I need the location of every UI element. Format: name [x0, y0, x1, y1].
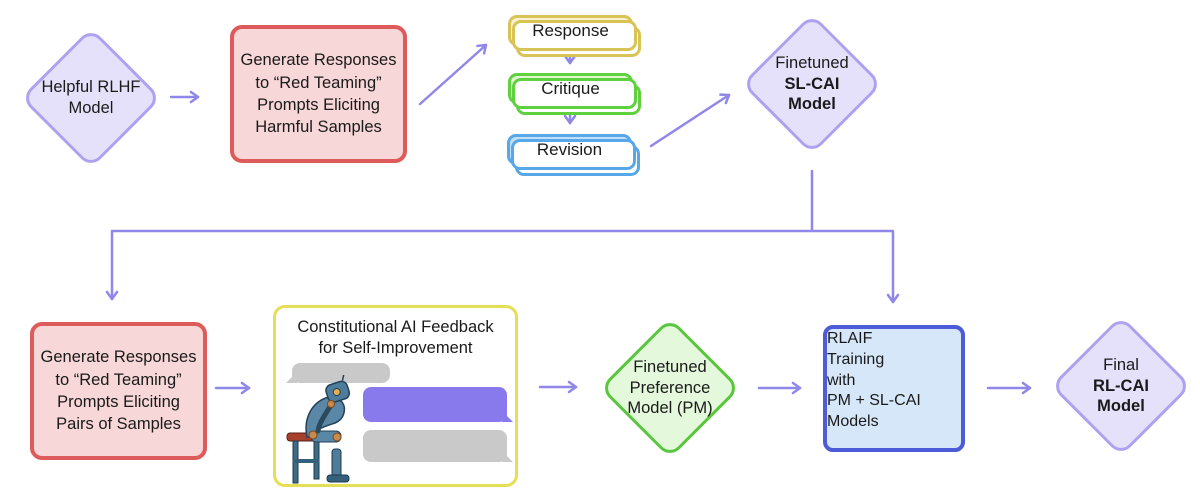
label-line: Finetuned: [633, 357, 707, 376]
label-line: Prompts Eliciting: [257, 96, 380, 114]
node-helpful-rlhf-model: Helpful RLHF Model: [20, 27, 162, 169]
label-line: Pairs of Samples: [56, 415, 181, 434]
branch-slcai-to-bottom-row: [105, 229, 900, 304]
node-label: Helpful RLHF Model: [41, 77, 140, 119]
chat-bubble-gray-bottom: [363, 430, 507, 462]
label-line: Harmful Samples: [255, 118, 382, 137]
label-line: to “Red Teaming”: [255, 73, 382, 92]
card-label: Response: [532, 20, 609, 40]
label-line: RL-CAI: [1093, 376, 1149, 395]
label-line: Prompts Eliciting: [57, 393, 180, 411]
label-line: with: [827, 371, 856, 389]
node-critique-cards: Critique: [508, 73, 633, 104]
arrow-revision-to-slcai: [649, 93, 731, 148]
card-label: Revision: [536, 139, 603, 159]
label-line: Model (PM): [627, 399, 713, 418]
thinking-robot-image: [286, 375, 351, 484]
chat-bubble-gray-top: [292, 363, 390, 383]
label-line: Training: [827, 350, 885, 368]
node-label: Generate Responses to “Red Teaming” Prom…: [241, 49, 397, 138]
node-label: Generate Responses to “Red Teaming” Prom…: [41, 346, 197, 435]
node-label: RLAIF Training with PM + SL-CAI Models: [827, 329, 961, 433]
node-response-cards: Response: [508, 15, 633, 46]
node-rlaif-training: RLAIF Training with PM + SL-CAI Models: [823, 325, 965, 452]
label-line: for Self-Improvement: [318, 338, 473, 357]
label-line: Preference: [629, 378, 711, 397]
node-generate-harmful-samples: Generate Responses to “Red Teaming” Prom…: [230, 25, 407, 163]
node-generate-pairs-of-samples: Generate Responses to “Red Teaming” Prom…: [30, 322, 207, 460]
node-label: Finetuned SL-CAI Model: [775, 53, 848, 116]
label-line: Final: [1103, 355, 1139, 374]
label-line: RLAIF: [827, 330, 873, 347]
node-finetuned-preference-model: Finetuned Preference Model (PM): [599, 317, 741, 459]
label-line: Model: [1097, 397, 1145, 416]
card-label: Critique: [541, 78, 600, 98]
node-label: Finetuned Preference Model (PM): [627, 357, 712, 420]
label-line: Models: [827, 413, 879, 431]
label-line: Model: [68, 99, 114, 117]
label-line: Finetuned: [775, 53, 849, 72]
node-label: Final RL-CAI Model: [1093, 355, 1149, 418]
label-line: to “Red Teaming”: [55, 370, 182, 389]
label-line: Generate Responses: [240, 51, 397, 70]
node-final-rl-cai-model: Final RL-CAI Model: [1050, 315, 1192, 457]
label-line: Constitutional AI Feedback: [297, 318, 494, 336]
label-line: PM + SL-CAI: [827, 392, 921, 410]
label-line: Model: [788, 95, 836, 114]
panel-title: Constitutional AI Feedback for Self-Impr…: [276, 308, 515, 359]
chat-bubble-purple: [363, 387, 507, 422]
label-line: Generate Responses: [40, 348, 197, 367]
label-line: Helpful RLHF: [41, 78, 141, 97]
node-revision-cards: Revision: [507, 134, 632, 165]
arrow-generate-to-response: [418, 43, 488, 106]
node-constitutional-ai-feedback: Constitutional AI Feedback for Self-Impr…: [273, 305, 518, 487]
label-line: SL-CAI: [784, 74, 840, 93]
node-finetuned-sl-cai-model: Finetuned SL-CAI Model: [741, 13, 883, 155]
